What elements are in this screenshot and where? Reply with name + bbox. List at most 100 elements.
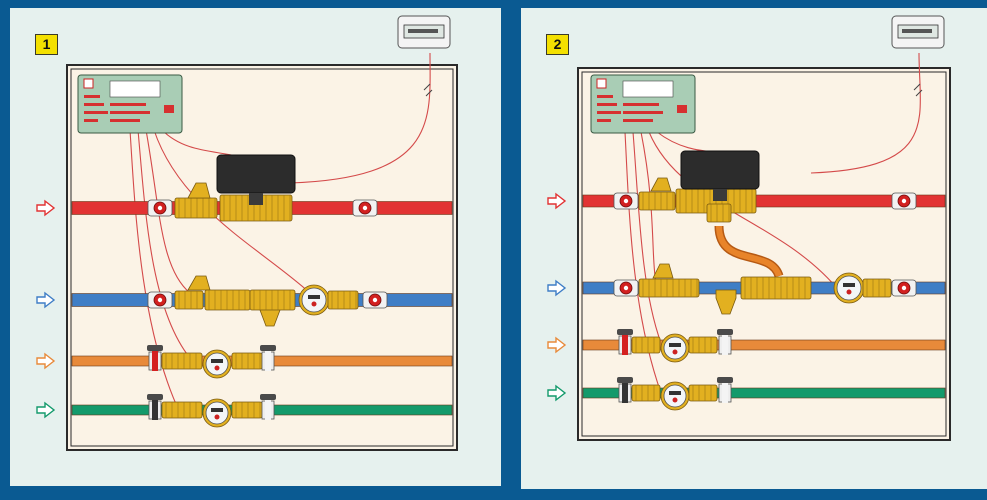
stop-valve-icon xyxy=(617,329,633,355)
arrow-icon xyxy=(547,192,567,210)
meter-display xyxy=(669,391,681,395)
valve-center xyxy=(623,285,629,291)
valve-center xyxy=(372,297,378,303)
stop-valve-marker xyxy=(265,400,271,420)
water-meter-icon xyxy=(660,381,690,411)
stop-valve-marker xyxy=(152,351,158,371)
hot-water-fitting xyxy=(631,336,661,354)
panel-1: 1 xyxy=(10,8,501,486)
arrow-icon xyxy=(547,279,567,297)
valve-center xyxy=(901,198,907,204)
return-tee-fitting xyxy=(740,276,812,300)
remote-display-icon xyxy=(891,15,945,49)
signal-wire xyxy=(624,131,662,394)
cold-water-fitting xyxy=(231,401,263,419)
sensor-pocket xyxy=(187,275,211,291)
stop-valve-icon xyxy=(260,345,276,371)
stop-valve-handle xyxy=(260,345,276,351)
arrow-icon xyxy=(547,384,567,402)
heat-meter-label-bar xyxy=(597,95,613,98)
cabinet xyxy=(577,67,951,441)
valve-center xyxy=(362,205,368,211)
meter-display xyxy=(211,408,223,412)
stop-valve-marker xyxy=(152,400,158,420)
return-fitting xyxy=(862,278,892,298)
stop-valve-marker xyxy=(622,383,628,403)
actuator-icon xyxy=(680,150,760,201)
actuator-neck xyxy=(713,189,727,201)
ball-valve-icon xyxy=(891,192,917,210)
valve-center xyxy=(157,297,163,303)
heat-meter-label-bar xyxy=(110,119,140,122)
stop-valve-icon xyxy=(617,377,633,403)
stop-valve-marker xyxy=(265,351,271,371)
actuator-body xyxy=(680,150,760,190)
remote-display-icon xyxy=(397,15,451,49)
stop-valve-icon xyxy=(147,394,163,420)
return-fitting xyxy=(327,290,359,310)
valve-center xyxy=(623,198,629,204)
signal-wire xyxy=(129,129,181,414)
stop-valve-marker xyxy=(622,335,628,355)
heat-meter-label-bar xyxy=(623,111,663,114)
heat-meter-display xyxy=(622,80,674,98)
panel-number: 1 xyxy=(35,34,58,55)
arrow-icon xyxy=(547,336,567,354)
ball-valve-icon xyxy=(147,199,173,217)
meter-dial xyxy=(672,349,678,355)
meter-face xyxy=(205,352,229,376)
heat-meter-label-bar xyxy=(84,95,100,98)
arrow-icon xyxy=(36,352,56,370)
heat-meter-label-bar xyxy=(597,119,611,122)
stop-valve-marker xyxy=(722,383,728,403)
ball-valve-icon xyxy=(352,199,378,217)
signal-wire xyxy=(289,52,431,184)
ball-valve-icon xyxy=(891,279,917,297)
meter-face xyxy=(301,287,327,313)
hot-water-pipe xyxy=(582,339,946,351)
stop-valve-handle xyxy=(147,345,163,351)
water-meter-icon xyxy=(298,284,330,316)
bypass-hose-highlight xyxy=(716,225,782,278)
cold-water-fitting xyxy=(631,384,661,402)
heat-meter-logo xyxy=(83,78,94,89)
heat-meter-label-bar xyxy=(597,103,617,106)
signal-wire xyxy=(810,52,921,174)
arrow-icon xyxy=(36,401,56,419)
strainer-body xyxy=(715,289,737,315)
stop-valve-handle xyxy=(617,377,633,383)
arrow-icon xyxy=(547,192,567,210)
heat-meter-logo xyxy=(596,78,607,89)
ball-valve-icon xyxy=(613,279,639,297)
water-meter-icon xyxy=(833,272,865,304)
panel-number: 2 xyxy=(546,34,569,55)
meter-dial xyxy=(846,289,852,295)
actuator-body xyxy=(216,154,296,194)
sensor-pocket xyxy=(187,182,211,199)
signal-wire xyxy=(632,131,662,344)
signal-wire xyxy=(640,131,657,284)
heat-meter-label-bar xyxy=(84,119,98,122)
flow-sensor-fitting xyxy=(174,197,218,219)
meter-dial xyxy=(672,397,678,403)
heat-meter-label-bar xyxy=(110,111,150,114)
water-meter-icon xyxy=(202,349,232,379)
arrow-icon xyxy=(36,401,56,419)
meter-display xyxy=(669,343,681,347)
actuator-icon xyxy=(216,154,296,205)
remote-digits xyxy=(408,29,438,33)
return-fitting xyxy=(174,290,204,310)
return-fitting xyxy=(638,278,700,298)
arrow-icon xyxy=(547,336,567,354)
stop-valve-handle xyxy=(717,329,733,335)
meter-dial xyxy=(214,414,220,420)
valve-center xyxy=(901,285,907,291)
return-fitting xyxy=(249,289,296,311)
signal-wire xyxy=(137,129,191,359)
hot-water-fitting xyxy=(231,352,263,370)
actuator-neck xyxy=(249,193,263,205)
ball-valve-icon xyxy=(147,291,173,309)
stop-valve-icon xyxy=(717,329,733,355)
meter-face xyxy=(836,275,862,301)
panel-2-diagram xyxy=(547,15,951,441)
